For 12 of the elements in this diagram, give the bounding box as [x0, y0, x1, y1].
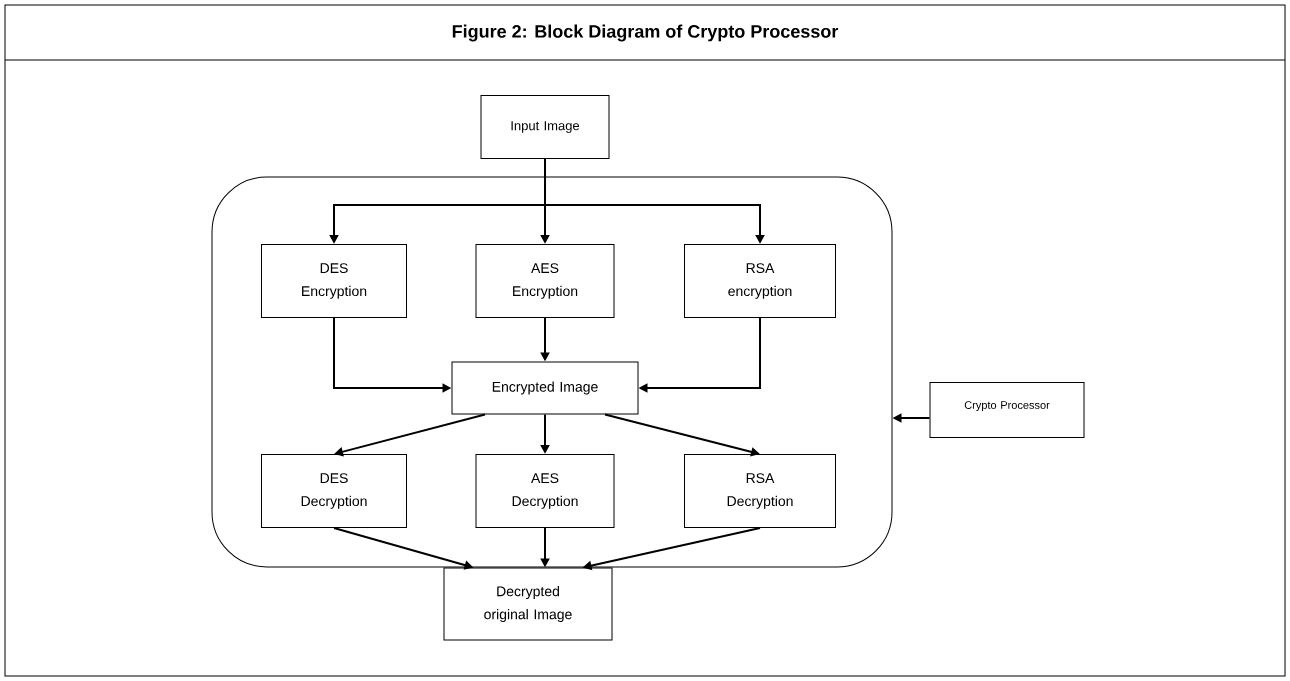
process-box: AES Encryption [475, 244, 615, 318]
process-box: AES Decryption [475, 454, 615, 528]
label-box: Crypto Processor [929, 382, 1085, 438]
input-box: Input Image [480, 95, 610, 159]
output-box: Decrypted original Image [443, 567, 613, 641]
process-box: RSA encryption [684, 244, 836, 318]
process-box: RSA Decryption [684, 454, 836, 528]
process-box: Encrypted Image [451, 361, 639, 415]
process-box: DES Encryption [261, 244, 407, 318]
processor-region [211, 176, 893, 568]
title: Figure 2: Block Diagram of Crypto Processor [452, 24, 839, 42]
process-box: DES Decryption [261, 454, 407, 528]
